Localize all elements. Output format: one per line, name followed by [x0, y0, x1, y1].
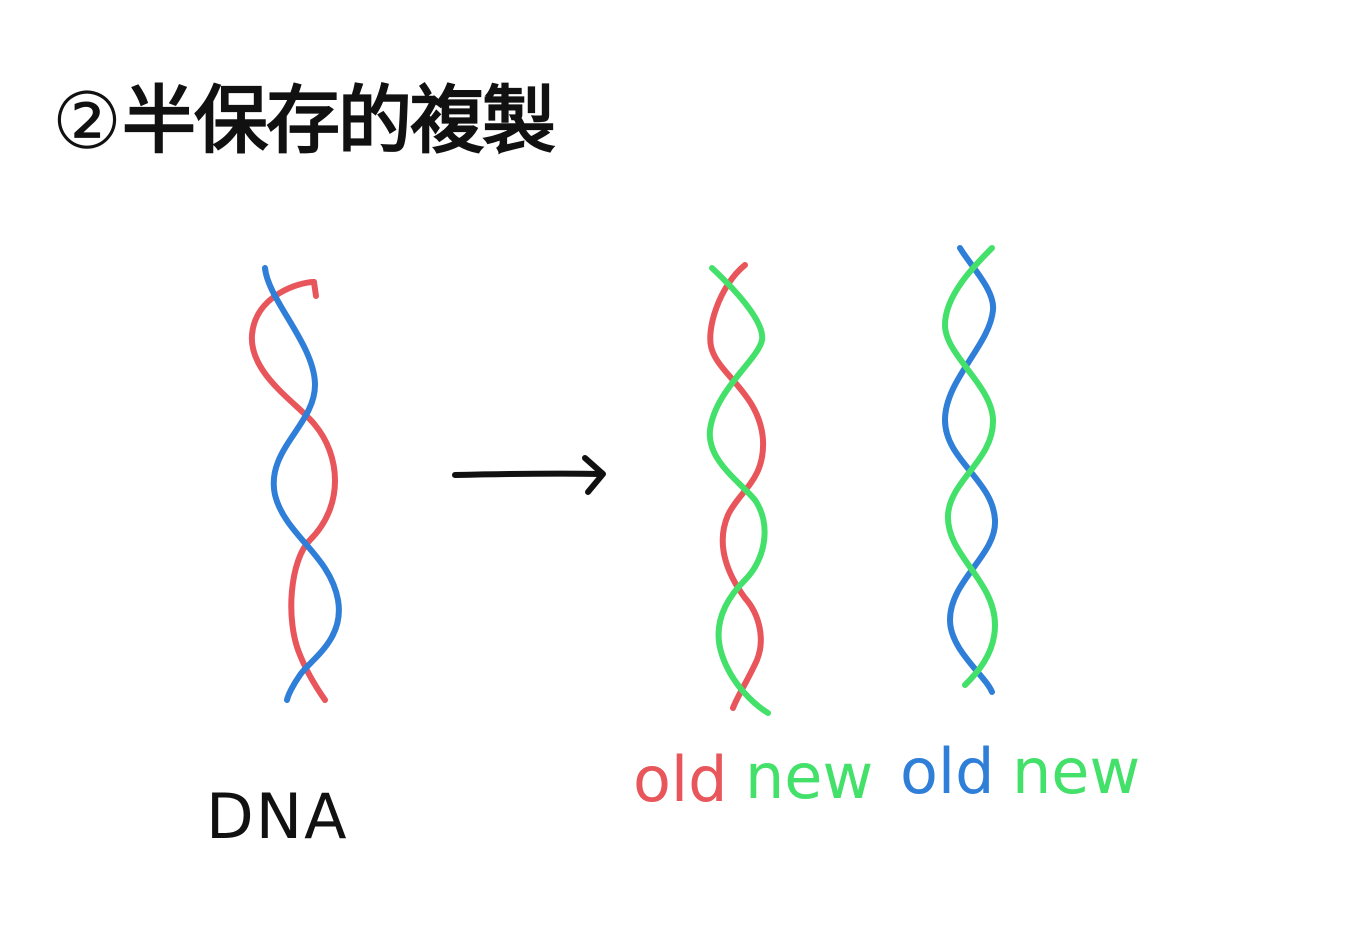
label-copy1-new: new — [745, 740, 873, 813]
label-copy1-old: old — [633, 743, 728, 816]
copy1-dna-helix — [706, 262, 771, 716]
arrow-head — [582, 455, 606, 495]
arrow-shaft — [452, 470, 603, 478]
original-strand-red-tip — [311, 279, 319, 299]
label-dna: DNA — [206, 780, 349, 853]
right-arrow-icon — [452, 455, 606, 495]
copy2-dna-helix — [942, 245, 999, 695]
labels: DNA old new old new — [206, 735, 1140, 853]
original-dna-helix — [248, 265, 342, 703]
label-copy2-new: new — [1012, 735, 1140, 808]
copy1-strand-new — [706, 265, 771, 716]
title: ② 半保存的複製 — [52, 77, 558, 167]
original-strand-blue — [262, 265, 342, 703]
title-text: 半保存的複製 — [122, 78, 556, 164]
title-bullet: ② — [52, 77, 122, 167]
copy2-strand-new — [942, 245, 998, 688]
label-copy2-old: old — [900, 735, 995, 808]
copy1-strand-old — [707, 262, 767, 711]
copy2-strand-old — [942, 245, 999, 695]
original-strand-red — [248, 279, 338, 703]
